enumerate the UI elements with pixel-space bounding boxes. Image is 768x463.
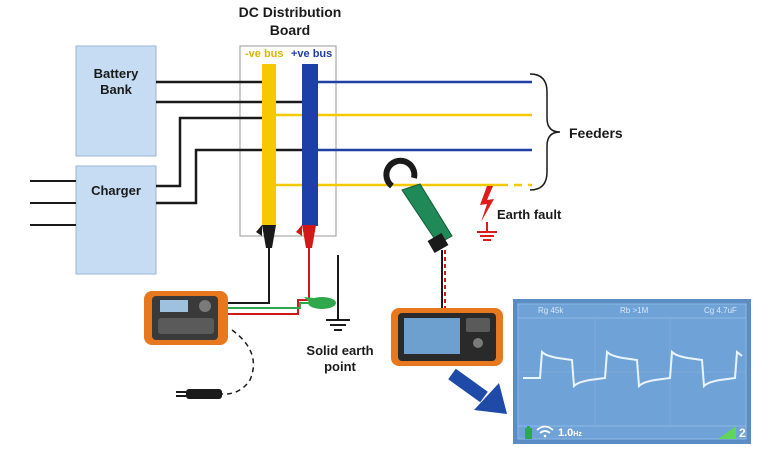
mains-plug-icon <box>176 389 222 399</box>
solid-earth-line2: point <box>324 359 356 374</box>
frequency-value: 1.0 <box>558 427 574 439</box>
black-clip <box>256 225 276 248</box>
supply-wiring <box>156 80 302 205</box>
battery-label-line2: Bank <box>100 82 132 97</box>
feeders-brace <box>529 73 561 191</box>
screen-reading-1: Rg 45k <box>538 306 564 315</box>
frequency-unit: Hz <box>573 431 582 438</box>
solid-earth-symbol <box>326 255 350 331</box>
insulation-tester-device <box>144 291 228 345</box>
battery-label-line1: Battery <box>93 66 139 81</box>
zoom-arrow-icon <box>448 368 507 414</box>
earth-fault-symbol <box>477 186 497 241</box>
screen-reading-3: Cg 4.7uF <box>704 306 737 315</box>
charger-box <box>75 165 157 275</box>
battery-bank-box <box>75 45 157 157</box>
charger-input-lines <box>30 180 76 226</box>
fault-locator-device <box>391 308 503 366</box>
channel-number: 2 <box>739 426 746 440</box>
red-clip <box>296 225 316 248</box>
clamp-probe <box>383 157 453 318</box>
solid-earth-line1: Solid earth <box>306 343 374 358</box>
frequency-readout: 1.0Hz <box>558 427 582 439</box>
green-earth-clip <box>304 297 336 309</box>
battery-icon <box>525 426 532 439</box>
negative-bus-bar <box>262 64 276 226</box>
power-cord <box>221 329 255 395</box>
charger-label: Charger <box>91 183 141 198</box>
board-title-line2: Board <box>269 22 311 38</box>
locator-screen <box>513 299 751 444</box>
feeders-label: Feeders <box>569 125 623 141</box>
negative-bus-label: -ve bus <box>245 48 284 60</box>
signal-bars-icon <box>718 426 736 439</box>
positive-bus-bar <box>302 64 318 226</box>
positive-bus-label: +ve bus <box>291 48 333 60</box>
earth-fault-label: Earth fault <box>497 207 562 222</box>
screen-reading-2: Rb >1M <box>620 306 649 315</box>
distribution-board <box>239 45 337 237</box>
board-title-line1: DC Distribution <box>238 4 342 20</box>
wifi-icon <box>536 425 554 438</box>
fault-waveform <box>523 349 743 389</box>
